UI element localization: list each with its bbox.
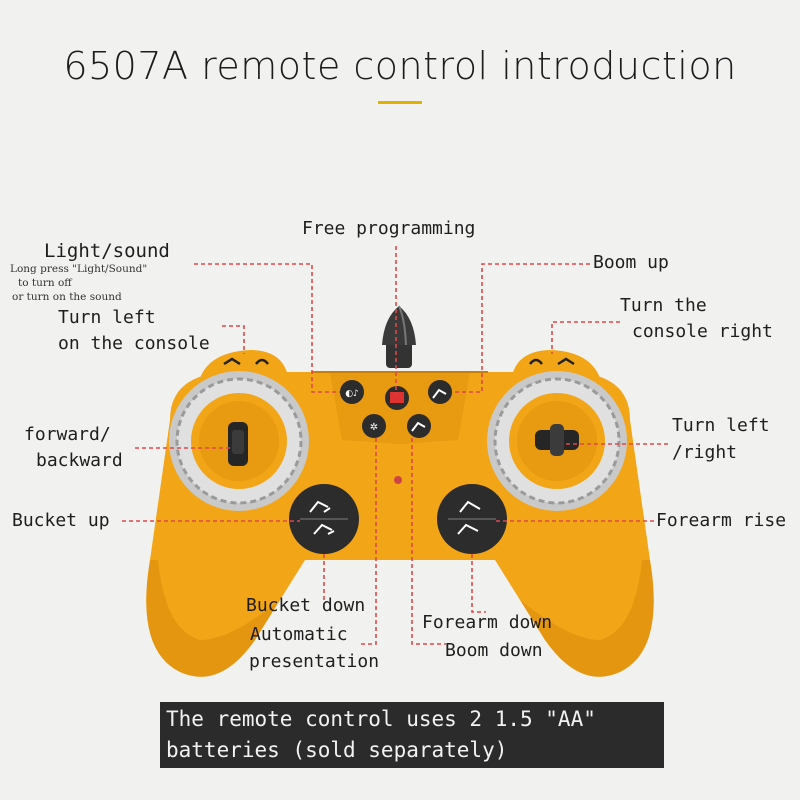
light-sound-icon: ◐♪ [345, 389, 359, 399]
forearm-icon [459, 500, 481, 513]
bucket-icon [313, 523, 335, 535]
label-bucket-up: Bucket up [12, 510, 110, 531]
label-light-sound: Light/sound [44, 240, 170, 262]
left-joystick[interactable] [169, 371, 309, 511]
label-turn-left-right-1: Turn left [672, 415, 770, 436]
antenna-icon [382, 305, 416, 368]
boom-down-button-center[interactable] [407, 414, 431, 438]
label-turn-the: Turn the [620, 295, 707, 316]
battery-note: The remote control uses 2 1.5 "AA" batte… [160, 702, 664, 768]
automatic-presentation-button[interactable]: ✲ [362, 414, 386, 438]
boom-button-center[interactable] [428, 380, 452, 404]
demo-icon: ✲ [370, 422, 378, 433]
excavator-icon [411, 421, 426, 432]
label-bucket-down: Bucket down [246, 595, 366, 616]
programming-icon [390, 392, 404, 403]
right-joystick[interactable] [487, 371, 627, 511]
label-boom-down: Boom down [445, 640, 543, 661]
label-boom-up: Boom up [593, 252, 669, 273]
label-on-the-console: on the console [58, 333, 210, 354]
bucket-pad[interactable] [289, 484, 359, 554]
forearm-pad[interactable] [437, 484, 507, 554]
label-automatic: Automatic [250, 624, 348, 645]
label-console-right: console right [632, 321, 773, 342]
bucket-icon [309, 500, 331, 513]
shoulder-button-right[interactable] [512, 350, 600, 378]
battery-note-line-1: The remote control uses 2 1.5 "AA" [166, 707, 596, 731]
free-programming-button[interactable] [385, 386, 409, 410]
page-title: 6507A remote control introduction [63, 44, 737, 88]
label-backward: backward [36, 450, 123, 471]
label-forearm-rise: Forearm rise [656, 510, 787, 531]
label-forearm-down: Forearm down [422, 612, 553, 633]
label-forward: forward/ [24, 424, 111, 445]
forearm-icon [457, 523, 479, 535]
title-underline [378, 101, 422, 104]
light-sound-button[interactable]: ◐♪ [340, 380, 364, 404]
label-free-programming: Free programming [302, 218, 476, 239]
leader-lines [122, 246, 668, 645]
light-sound-note-2: to turn off [18, 277, 72, 289]
label-presentation: presentation [249, 651, 380, 672]
label-turn-left: Turn left [58, 307, 156, 328]
label-turn-left-right-2: /right [672, 442, 738, 463]
shoulder-button-left[interactable] [200, 350, 288, 378]
joystick-icon [228, 422, 248, 466]
light-sound-note-3: or turn on the sound [12, 291, 122, 303]
excavator-icon [432, 388, 447, 399]
indicator-led [394, 476, 402, 484]
joystick-icon [535, 424, 579, 456]
battery-note-line-2: batteries (sold separately) [166, 738, 508, 762]
light-sound-note-1: Long press "Light/Sound" [10, 263, 148, 275]
